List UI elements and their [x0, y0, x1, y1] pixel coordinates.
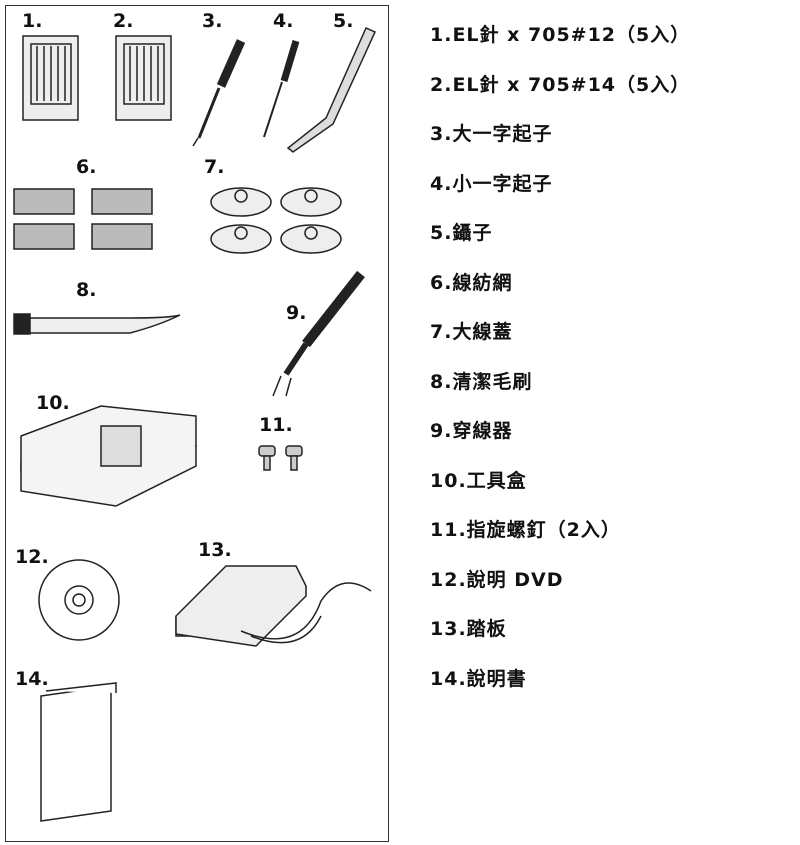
thread-net-icon: [13, 188, 153, 250]
large-screwdriver-icon: [192, 39, 246, 147]
dvd-icon: [38, 559, 120, 641]
item-number-12: 12.: [15, 546, 49, 568]
list-item: 8.清潔毛刷: [430, 370, 533, 393]
accessory-list: 1.EL針 x 705#12（5入） 2.EL針 x 705#14（5入） 3.…: [430, 20, 690, 713]
list-item: 5.鑷子: [430, 222, 493, 244]
tool-box-icon: [20, 405, 197, 507]
item-number-1: 1.: [22, 10, 43, 32]
item-number-8: 8.: [76, 279, 97, 301]
list-item: 10.工具盒: [430, 469, 527, 492]
small-screwdriver-icon: [263, 39, 300, 138]
tweezers-icon: [286, 27, 376, 153]
accessory-drawings: [13, 27, 376, 822]
list-item: 1.EL針 x 705#12（5入）: [430, 24, 691, 46]
list-item: 12.說明 DVD: [430, 568, 564, 591]
list-item: 7.大線蓋: [430, 321, 513, 343]
cleaning-brush-icon: [13, 313, 181, 335]
threader-icon: [272, 270, 365, 397]
item-number-6: 6.: [76, 156, 97, 178]
item-number-14: 14.: [15, 668, 49, 690]
item-number-2: 2.: [113, 10, 134, 32]
item-number-11: 11.: [259, 414, 293, 436]
item-number-9: 9.: [286, 302, 307, 324]
list-item: 9.穿線器: [430, 420, 513, 442]
list-item: 2.EL針 x 705#14（5入）: [430, 73, 691, 96]
item-number-3: 3.: [202, 10, 223, 32]
list-item: 3.大一字起子: [430, 123, 553, 145]
foot-pedal-icon: [175, 565, 372, 647]
manual-icon: [40, 682, 117, 822]
accessories-illustration-panel: 1. 2. 3. 4. 5. 6. 7. 8. 9. 10. 11. 12. 1…: [5, 5, 389, 842]
spool-cap-icon: [210, 187, 342, 254]
thumb-screw-icon: [258, 445, 303, 471]
list-item: 11.指旋螺釘（2入）: [430, 519, 621, 541]
item-number-7: 7.: [204, 156, 225, 178]
needle-pack-icon: [115, 35, 172, 121]
item-number-5: 5.: [333, 10, 354, 32]
list-item: 6.線紡網: [430, 271, 513, 294]
list-item: 13.踏板: [430, 618, 507, 640]
item-number-13: 13.: [198, 539, 232, 561]
item-number-10: 10.: [36, 392, 70, 414]
needle-pack-icon: [22, 35, 79, 121]
list-item: 4.小一字起子: [430, 172, 553, 195]
item-number-4: 4.: [273, 10, 294, 32]
list-item: 14.說明書: [430, 667, 527, 690]
